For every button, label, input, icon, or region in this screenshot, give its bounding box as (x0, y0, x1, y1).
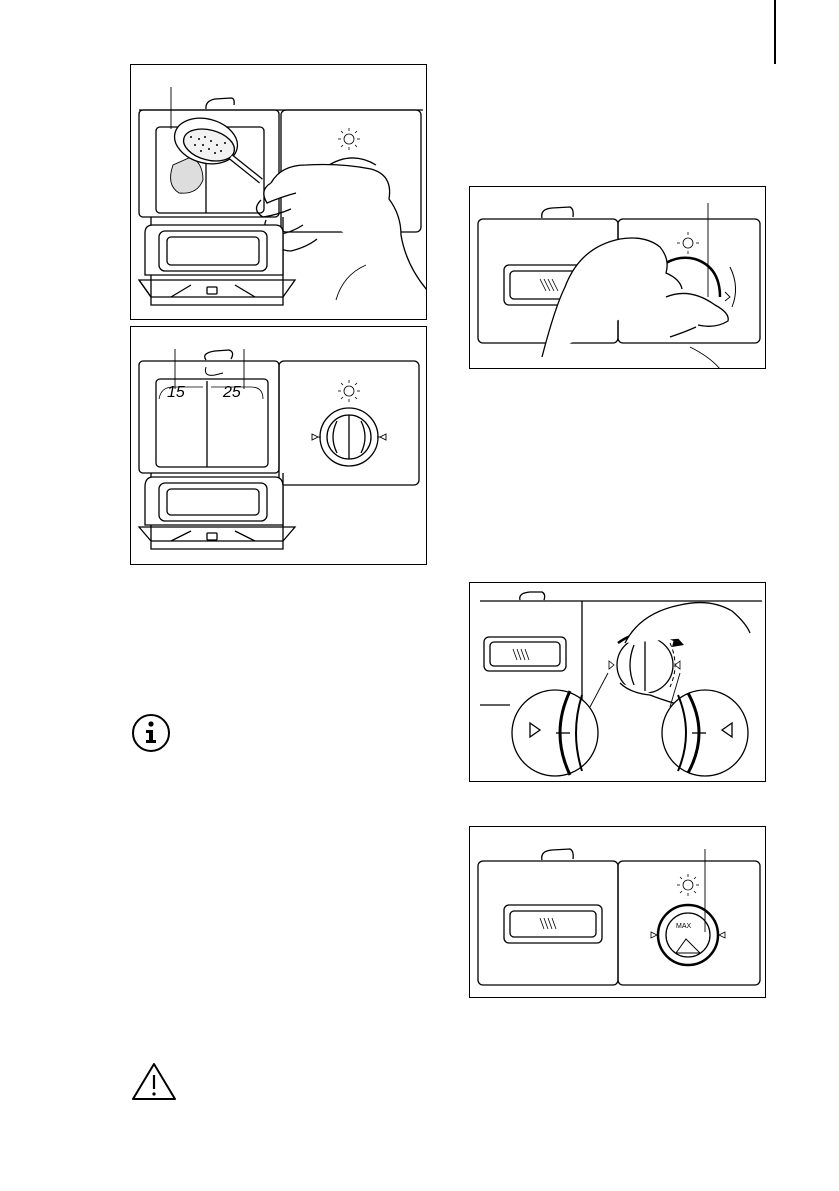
figure-dial-markers (469, 582, 766, 782)
dial-max-text: MAX (676, 923, 692, 930)
dial-markers-illustration (470, 583, 766, 782)
figure-compartments: 15 25 (130, 326, 427, 565)
figure-turn-dial (469, 186, 766, 369)
max-dial-illustration: MAX (470, 827, 766, 998)
warning-icon (130, 1060, 178, 1102)
figure-fill-dispenser (130, 64, 427, 320)
fill-dispenser-illustration (131, 65, 427, 320)
compartments-illustration: 15 25 (131, 327, 427, 565)
turn-dial-illustration (470, 187, 766, 369)
page-edge-line (774, 0, 776, 64)
figure-max-dial: MAX (469, 826, 766, 998)
info-icon (130, 712, 172, 754)
label-25: 25 (222, 384, 241, 401)
label-15: 15 (167, 384, 185, 401)
